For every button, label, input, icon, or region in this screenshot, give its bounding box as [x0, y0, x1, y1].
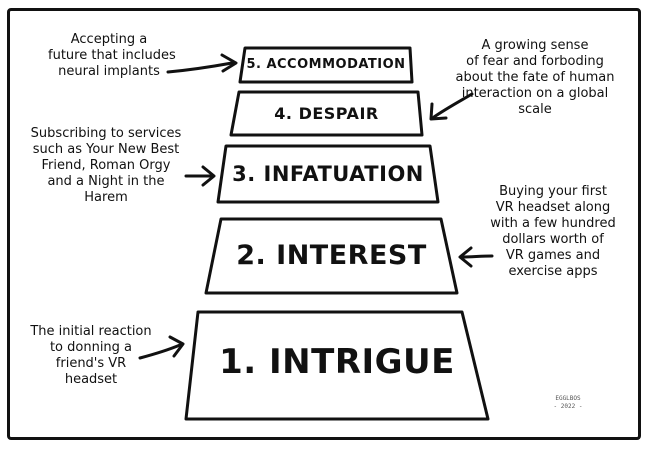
- note-step-3-line: Harem: [84, 190, 128, 205]
- arrow-step-1-icon: [138, 335, 185, 360]
- note-step-3: Subscribing to services such as Your New…: [14, 126, 198, 206]
- step-2-block: [204, 217, 459, 295]
- note-step-1-line: to donning a: [49, 340, 133, 355]
- note-step-5-line: Accepting a: [70, 32, 148, 47]
- step-5-label: 5. ACCOMMODATION: [246, 57, 406, 72]
- signature-year: - 2022 -: [553, 403, 583, 410]
- step-2-label: 2. INTEREST: [236, 240, 427, 271]
- step-3-block: [216, 144, 440, 204]
- step-4-block: [229, 90, 424, 137]
- note-step-4-line: scale: [518, 102, 552, 117]
- note-step-1-line: headset: [64, 372, 118, 387]
- step-5-block: [238, 46, 414, 84]
- note-step-1-line: friend's VR: [55, 356, 127, 371]
- note-step-4-line: of fear and forboding: [466, 54, 604, 69]
- signature-name: EGGLBOS: [555, 395, 581, 402]
- note-step-5-line: neural implants: [58, 64, 160, 79]
- note-step-2-line: dollars worth of: [502, 232, 604, 247]
- note-step-4-line: A growing sense: [481, 38, 589, 53]
- note-step-2-line: Buying your first: [499, 184, 607, 199]
- note-step-1-line: The initial reaction: [30, 324, 152, 339]
- note-step-3-line: such as Your New Best: [32, 142, 180, 157]
- note-step-3-line: Friend, Roman Orgy: [41, 158, 171, 173]
- step-3-label: 3. INFATUATION: [232, 162, 424, 186]
- outer-frame: [7, 8, 641, 440]
- note-step-1: The initial reaction to donning a friend…: [12, 324, 170, 388]
- artist-signature: EGGLBOS - 2022 -: [548, 395, 588, 411]
- note-step-2: Buying your first VR headset along with …: [478, 184, 628, 280]
- arrow-step-4-icon: [429, 92, 474, 121]
- arrow-step-5-icon: [166, 53, 238, 74]
- note-step-4-line: about the fate of human: [455, 70, 615, 85]
- note-step-2-line: VR games and: [505, 248, 601, 263]
- step-4-label: 4. DESPAIR: [274, 104, 379, 123]
- note-step-3-line: Subscribing to services: [30, 126, 182, 141]
- note-step-2-line: VR headset along: [495, 200, 611, 215]
- note-step-3-line: and a Night in the: [47, 174, 165, 189]
- step-1-block: [184, 310, 490, 421]
- note-step-4: A growing sense of fear and forboding ab…: [440, 38, 630, 118]
- note-step-5-line: future that includes: [48, 48, 176, 63]
- note-step-2-line: exercise apps: [508, 264, 598, 279]
- arrow-step-2-icon: [458, 246, 494, 268]
- note-step-2-line: with a few hundred: [490, 216, 616, 231]
- note-step-5: Accepting a future that includes neural …: [48, 32, 176, 80]
- arrow-step-3-icon: [184, 165, 216, 187]
- step-1-label: 1. INTRIGUE: [219, 342, 455, 382]
- note-step-4-line: interaction on a global: [461, 86, 609, 101]
